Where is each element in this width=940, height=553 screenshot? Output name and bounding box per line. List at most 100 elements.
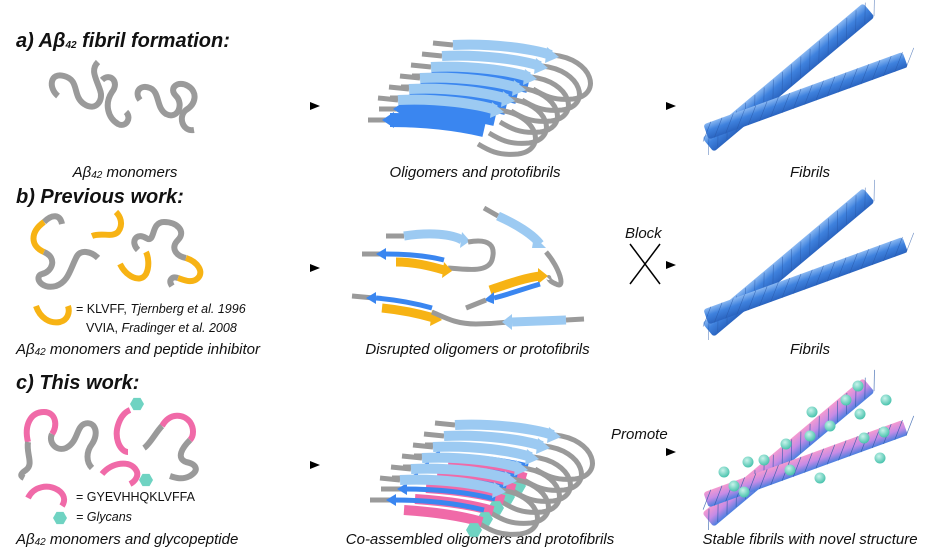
fibril-twist-line	[815, 265, 824, 286]
strand-arrowhead	[442, 262, 452, 278]
fibril-twist-line	[790, 64, 793, 86]
light-strand	[410, 463, 511, 484]
caption-a-monomers: Aβ42 monomers	[60, 164, 190, 181]
fibril-twist-line	[826, 261, 836, 282]
fibril-twist-line	[871, 245, 881, 266]
fibril-twist-line	[736, 294, 745, 315]
fibril-twist-line	[759, 286, 768, 307]
fibril-twist-line	[804, 452, 813, 473]
coil	[447, 238, 496, 273]
fibril-twist-line	[838, 257, 847, 278]
legend-glycopeptide-sequence: = GYEVHHQKLVFFA	[76, 490, 195, 504]
fibril-twist-line	[747, 290, 757, 311]
fibril-twist-line	[804, 84, 813, 105]
glycan-bead	[780, 438, 792, 450]
monomer-coil	[48, 420, 99, 471]
fibril-twist-line	[864, 2, 866, 24]
fibril-twist-line	[894, 236, 903, 257]
caption-text: Oligomers and protofibrils	[389, 164, 561, 181]
caption-a-fibrils: Fibrils	[760, 164, 860, 181]
fibril-twist-line	[838, 72, 847, 93]
monomer-coil	[131, 218, 187, 261]
legend-reference: Tjernberg et al. 1996	[130, 302, 246, 316]
fibril-twist-line	[747, 473, 757, 494]
fibril-twist-line	[836, 210, 838, 233]
monomer-coil	[134, 80, 198, 134]
fibril-twist-line	[804, 269, 813, 290]
glycan-bead	[742, 456, 754, 468]
glycan-bead	[814, 472, 826, 484]
fibril	[702, 47, 915, 142]
glycan-bead	[728, 480, 740, 492]
glycan-bead	[738, 486, 750, 498]
fibril-twist-line	[894, 51, 903, 72]
fibril-twist-line	[790, 439, 793, 461]
heading-subscript: 42	[65, 40, 77, 51]
coil-loop	[379, 475, 540, 537]
caption-subscript: 42	[34, 537, 46, 548]
row-c-monomers	[18, 407, 199, 508]
fibril-twist-line	[736, 109, 745, 130]
fibril-twist-line	[770, 282, 779, 303]
glycan-bead	[718, 466, 730, 478]
fibril-twist-line	[759, 101, 768, 122]
strand-arrowhead	[376, 248, 386, 260]
strand-arrowhead	[386, 494, 396, 506]
caption-text: Fibrils	[790, 164, 830, 181]
fibril-twist-line	[793, 88, 802, 109]
heading-text: a) Aβ	[16, 30, 66, 52]
caption-a-oligomers: Oligomers and protofibrils	[355, 164, 595, 181]
fibril-twist-line	[815, 448, 824, 469]
legend-peptide-name: VVIA,	[86, 321, 122, 335]
caption-text-suffix: monomers and peptide inhibitor	[45, 341, 260, 358]
caption-text: Aβ	[72, 164, 92, 181]
fibril-twist-line	[860, 249, 869, 270]
monomer-coil	[142, 423, 199, 482]
coil	[431, 309, 511, 327]
glycan-hexagon-icon	[139, 473, 153, 487]
legend-glycopeptide-swatch	[25, 483, 68, 508]
section-a-heading: a) Aβ42 fibril formation:	[16, 30, 230, 53]
glycopeptide-segment	[23, 408, 59, 443]
glycan-bead	[824, 420, 836, 432]
arrow-c2-promote	[605, 448, 676, 456]
light-strand	[419, 72, 520, 93]
inhibitor-segment	[90, 209, 125, 239]
fibril-twist-line	[800, 241, 802, 263]
glycopeptide-segment	[113, 407, 132, 455]
glycan-bead	[854, 408, 866, 420]
arrow-c1	[250, 461, 320, 469]
inhibitor-strand	[395, 257, 446, 275]
dark-strand	[402, 486, 496, 502]
caption-b-monomers-inhibitor: Aβ42 monomers and peptide inhibitor	[16, 341, 306, 358]
row-a-monomers	[48, 59, 198, 134]
fibril-twist-line	[836, 25, 838, 48]
fibrils-c	[702, 369, 915, 530]
glycan-bead	[852, 380, 864, 392]
caption-subscript: 42	[34, 347, 46, 358]
arrow-label-text: Promote	[611, 426, 668, 443]
fibril-twist-line	[747, 105, 757, 126]
strand-arrowhead	[525, 449, 539, 465]
fibril-twist-line	[800, 431, 802, 453]
fibril-twist-line	[781, 72, 783, 94]
strand-arrowhead	[536, 438, 550, 454]
strand-arrowhead	[512, 80, 526, 96]
arrow-b1	[250, 264, 320, 272]
fibril-twist-line	[714, 302, 723, 323]
glycan-hexagon-icon	[53, 511, 67, 525]
fibril-twist-line	[827, 33, 829, 55]
heading-text: c) This work:	[16, 372, 140, 394]
light-strand	[454, 419, 555, 440]
fibril-twist-line	[826, 444, 836, 465]
fibril-twist-line	[815, 80, 824, 101]
coil-loop	[377, 95, 538, 157]
fibril-twist-line	[849, 436, 858, 457]
disrupted-oligomers	[351, 205, 585, 330]
fibril-glycans	[718, 380, 892, 498]
fibril-twist-line	[849, 253, 858, 274]
fibril-twist-line	[818, 226, 820, 248]
fibril-twist-line	[781, 92, 790, 113]
fibril-twist-line	[838, 440, 847, 461]
